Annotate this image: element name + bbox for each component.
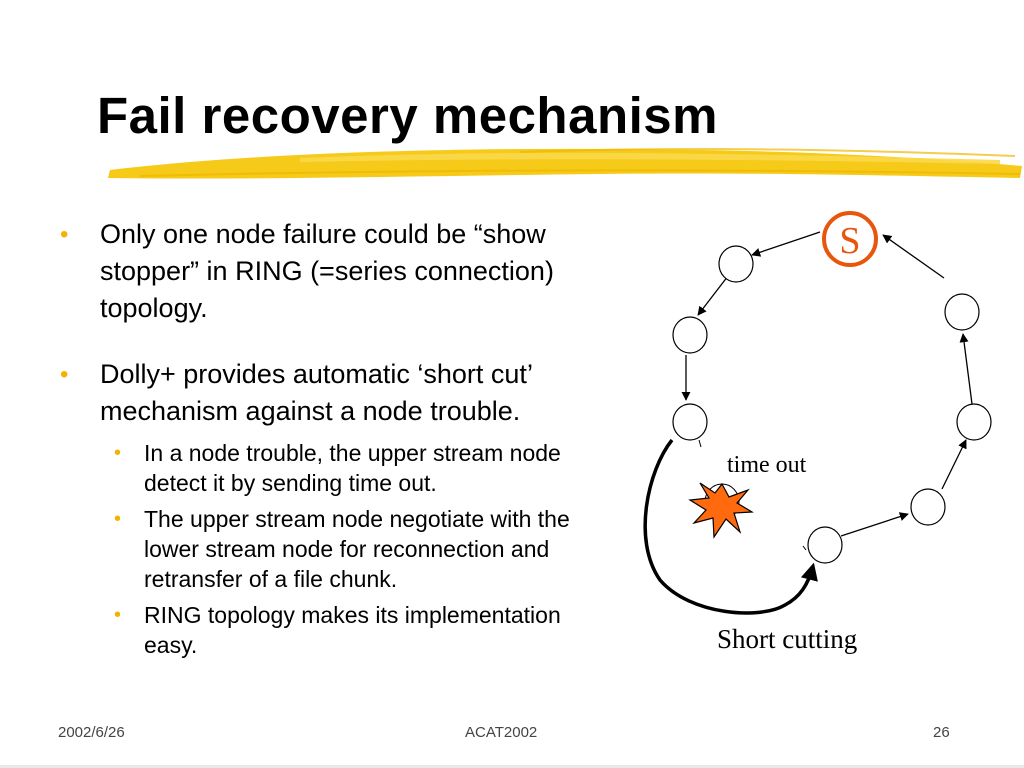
broken-link-mark — [802, 545, 807, 551]
failure-burst-icon — [688, 482, 754, 539]
source-node — [822, 211, 878, 267]
ring-connections — [681, 231, 973, 537]
bullet-list: Only one node failure could be “show sto… — [58, 216, 618, 666]
ring-node — [672, 316, 708, 354]
timeout-label: time out — [727, 452, 807, 478]
shortcut-arrow — [643, 438, 818, 615]
sub-bullet-text: RING topology makes its implementation e… — [144, 602, 561, 658]
arrow-node1-to-node2 — [697, 275, 729, 316]
sub-bullet-item: RING topology makes its implementation e… — [98, 600, 618, 660]
arrow-node5-to-node6 — [840, 512, 909, 537]
bullet-item: Only one node failure could be “show sto… — [58, 216, 618, 327]
ring-node — [910, 488, 946, 526]
footer-date: 2002/6/26 — [58, 724, 125, 741]
footer-conference: ACAT2002 — [465, 724, 538, 741]
sub-bullet-text: The upper stream node negotiate with the… — [144, 506, 570, 592]
ring-node — [956, 403, 992, 441]
bottom-divider — [0, 765, 1024, 768]
sub-bullet-item: In a node trouble, the upper stream node… — [98, 438, 618, 498]
ring-node — [718, 245, 754, 283]
sub-bullet-list: In a node trouble, the upper stream node… — [100, 438, 618, 660]
slide-title: Fail recovery mechanism — [97, 87, 718, 144]
ring-node — [944, 293, 980, 331]
bullet-item: Dolly+ provides automatic ‘short cut’ me… — [58, 356, 618, 660]
arrow-s-to-node1 — [751, 231, 821, 257]
bullet-text: Dolly+ provides automatic ‘short cut’ me… — [100, 359, 532, 426]
arrow-node7-to-node8 — [959, 333, 973, 405]
source-label: S — [839, 220, 860, 262]
bullet-text: Only one node failure could be “show sto… — [100, 219, 554, 323]
title-underline-brush — [108, 148, 1022, 179]
footer-page-number: 26 — [933, 724, 950, 741]
ring-node — [807, 526, 843, 564]
shortcut-label: Short cutting — [717, 624, 857, 654]
sub-bullet-item: The upper stream node negotiate with the… — [98, 504, 618, 594]
arrow-node6-to-node7 — [941, 439, 967, 490]
arrow-node8-to-s — [882, 234, 945, 279]
sub-bullet-text: In a node trouble, the upper stream node… — [144, 440, 561, 496]
broken-link-mark — [698, 439, 702, 448]
ring-node — [672, 403, 708, 441]
